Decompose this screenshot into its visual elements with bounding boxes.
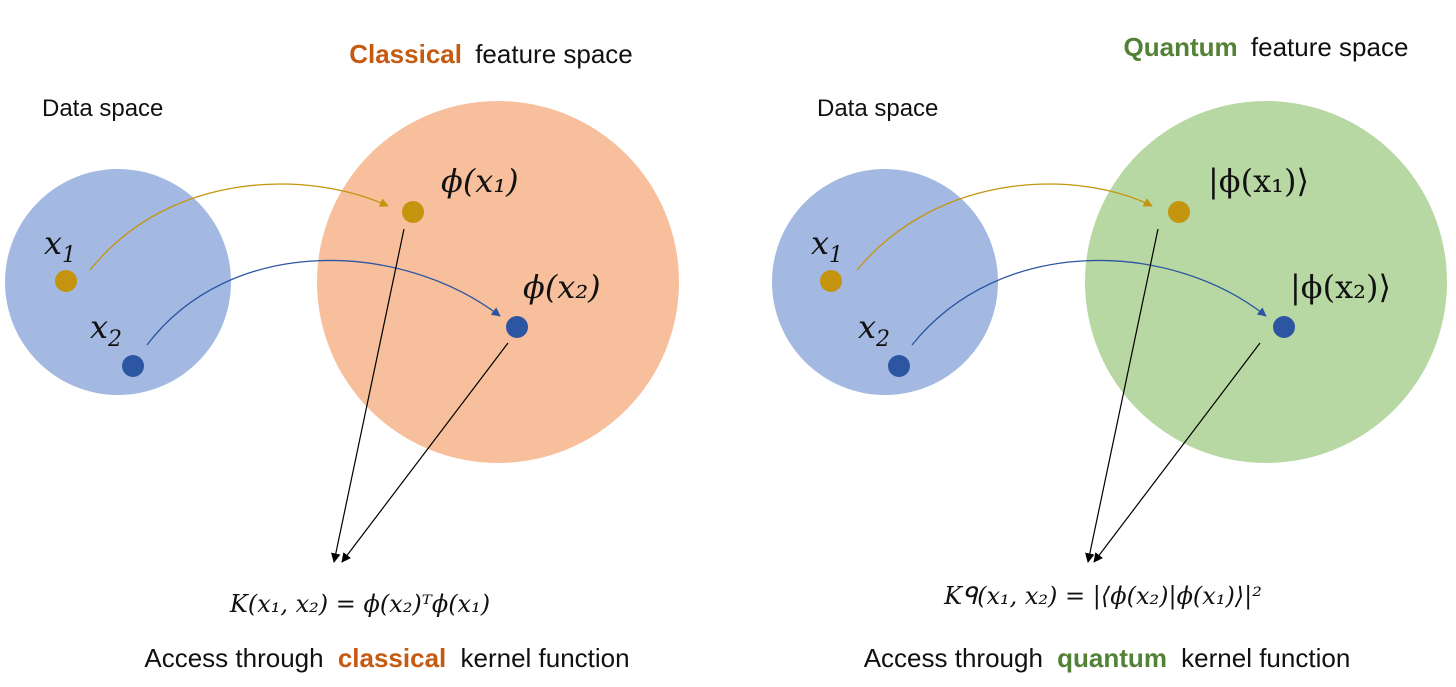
classical-title-rest: feature space xyxy=(475,39,633,69)
classical-data-space-circle xyxy=(5,169,231,395)
classical-panel: Classical feature space Data space x1 x2… xyxy=(5,39,679,673)
quantum-feature-space-circle xyxy=(1085,101,1447,463)
classical-caption-highlight: classical xyxy=(338,643,446,673)
quantum-title-highlight: Quantum xyxy=(1124,32,1238,62)
classical-phi2-label: ϕ(x₂) xyxy=(523,268,601,306)
quantum-data-space-label: Data space xyxy=(817,95,938,122)
classical-phi1-label: ϕ(x₁) xyxy=(441,162,519,200)
quantum-caption-highlight: quantum xyxy=(1057,643,1167,673)
quantum-data-space-circle xyxy=(772,169,998,395)
classical-caption: Access through classical kernel function xyxy=(144,643,629,673)
quantum-kernel-arrow-1 xyxy=(1085,228,1159,563)
classical-x1-label: x1 xyxy=(44,224,76,268)
quantum-caption: Access through quantum kernel function xyxy=(864,643,1351,673)
quantum-point-x1 xyxy=(820,270,842,292)
quantum-phi2-label: |ϕ(x₂)⟩ xyxy=(1290,268,1391,306)
quantum-kernel-arrow-2 xyxy=(1093,342,1261,563)
quantum-x2-label: x2 xyxy=(858,308,890,352)
classical-title-highlight: Classical xyxy=(349,39,462,69)
classical-point-phi1 xyxy=(402,201,424,223)
quantum-title: Quantum feature space xyxy=(1124,32,1409,62)
quantum-map-arrow-1 xyxy=(856,183,1153,271)
classical-kernel-arrow-2 xyxy=(341,342,509,563)
classical-data-space-label: Data space xyxy=(42,95,163,122)
classical-x2-label: x2 xyxy=(90,308,122,352)
quantum-map-arrow-2 xyxy=(911,259,1267,346)
classical-map-arrow-2 xyxy=(146,259,501,346)
quantum-kernel-formula: Kᑫ(x₁, x₂) = |⟨ϕ(x₂)|ϕ(x₁)⟩|² xyxy=(943,582,1262,611)
classical-map-arrow-1 xyxy=(89,183,389,271)
quantum-panel: Quantum feature space Data space x1 x2 |… xyxy=(772,32,1447,673)
classical-point-x2 xyxy=(122,355,144,377)
quantum-point-phi2 xyxy=(1273,316,1295,338)
classical-title: Classical feature space xyxy=(349,39,633,69)
classical-point-phi2 xyxy=(506,316,528,338)
quantum-x1-label: x1 xyxy=(811,224,843,268)
classical-kernel-arrow-1 xyxy=(331,228,405,563)
quantum-point-phi1 xyxy=(1168,201,1190,223)
classical-feature-space-circle xyxy=(317,101,679,463)
classical-point-x1 xyxy=(55,270,77,292)
quantum-phi1-label: |ϕ(x₁)⟩ xyxy=(1208,162,1309,200)
quantum-point-x2 xyxy=(888,355,910,377)
classical-kernel-formula: K(x₁, x₂) = ϕ(x₂)ᵀϕ(x₁) xyxy=(229,590,490,618)
quantum-title-rest: feature space xyxy=(1251,32,1409,62)
